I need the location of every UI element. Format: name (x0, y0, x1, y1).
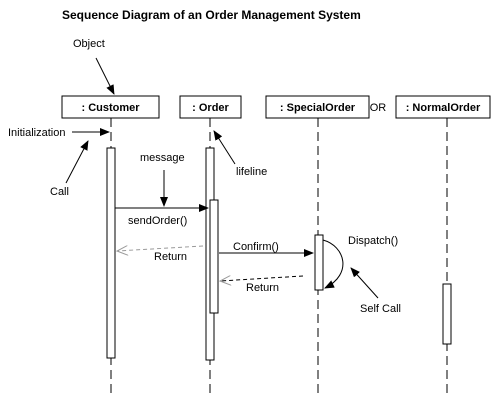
activation-special-order (314, 234, 324, 291)
self-call-arrow (322, 239, 344, 289)
object-normal-order-label: : NormalOrder (406, 102, 481, 114)
annotation-object-arrow (95, 57, 115, 95)
message-return-2-arrow (220, 276, 304, 281)
message-confirm-label: Confirm() (233, 241, 279, 253)
activation-customer (106, 147, 116, 359)
object-customer: : Customer (61, 95, 160, 119)
message-return-1-arrow (117, 246, 204, 251)
object-normal-order: : NormalOrder (395, 95, 491, 119)
message-send-order-label: sendOrder() (128, 215, 187, 227)
message-dispatch-label: Dispatch() (348, 235, 398, 247)
annotation-lifeline-label: lifeline (236, 166, 267, 178)
activation-order-nested (209, 199, 219, 314)
diagram-title: Sequence Diagram of an Order Management … (62, 8, 361, 22)
object-order-label: : Order (192, 102, 229, 114)
object-special-order-label: : SpecialOrder (280, 102, 356, 114)
annotation-call-label: Call (50, 186, 69, 198)
annotation-lifeline-arrow (213, 130, 236, 165)
annotation-initialization-label: Initialization (8, 127, 65, 139)
annotation-self-call-label: Self Call (360, 303, 401, 315)
message-return-1-label: Return (154, 251, 187, 263)
annotation-call-arrow (65, 140, 89, 184)
object-customer-label: : Customer (81, 102, 140, 114)
object-special-order: : SpecialOrder (265, 95, 370, 119)
annotation-message-label: message (140, 152, 185, 164)
message-return-2-label: Return (246, 282, 279, 294)
or-label: OR (370, 102, 387, 114)
annotation-object-label: Object (73, 38, 105, 50)
object-order: : Order (179, 95, 242, 119)
annotation-self-call-arrow (350, 267, 379, 299)
activation-normal-order (442, 283, 452, 345)
